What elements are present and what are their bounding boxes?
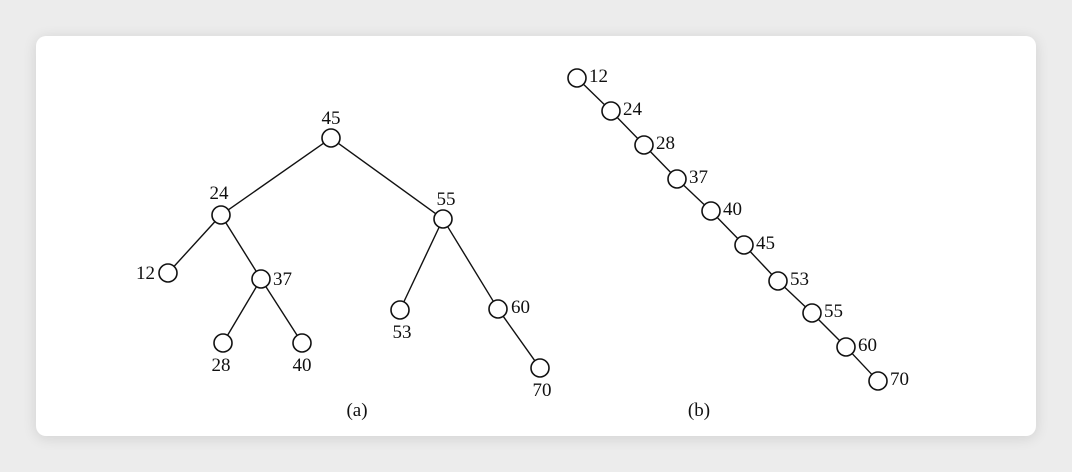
tree-b-node-label-45: 45 — [756, 233, 775, 254]
tree-b-node-55 — [802, 303, 822, 323]
tree-a-balanced: 45 24 55 12 37 28 40 53 60 70 — [136, 108, 552, 401]
tree-b-edge-28-37 — [649, 150, 672, 174]
tree-a-node-label-53: 53 — [393, 322, 412, 343]
tree-a-node-70 — [530, 358, 550, 378]
tree-b-node-label-12: 12 — [589, 66, 608, 87]
tree-b-degenerate: 12 24 28 37 40 45 53 55 60 70 — [567, 66, 909, 391]
tree-a-edge-37-28 — [226, 286, 258, 336]
tree-a-node-label-24: 24 — [210, 183, 230, 204]
tree-b-node-28 — [634, 135, 654, 155]
tree-a-edge-45-24 — [227, 142, 325, 211]
tree-b-node-12 — [567, 68, 587, 88]
tree-b-node-label-40: 40 — [723, 199, 742, 220]
tree-a-node-label-28: 28 — [212, 355, 231, 376]
tree-a-edge-24-37 — [225, 222, 257, 272]
tree-b-node-53 — [768, 271, 788, 291]
tree-a-node-label-70: 70 — [533, 380, 552, 401]
tree-a-node-55 — [433, 209, 453, 229]
tree-a-node-12 — [158, 263, 178, 283]
tree-b-node-70 — [868, 371, 888, 391]
tree-a-edge-55-60 — [447, 226, 494, 302]
tree-b-edge-45-53 — [749, 251, 773, 275]
tree-b-node-40 — [701, 201, 721, 221]
tree-b-node-label-24: 24 — [623, 99, 643, 120]
tree-a-node-53 — [390, 300, 410, 320]
tree-a-node-24 — [211, 205, 231, 225]
tree-b-node-label-70: 70 — [890, 369, 909, 390]
tree-a-node-label-45: 45 — [322, 108, 341, 129]
tree-a-node-28 — [213, 333, 233, 353]
tree-a-node-label-37: 37 — [273, 269, 292, 290]
tree-b-node-label-28: 28 — [656, 133, 675, 154]
tree-b-node-label-53: 53 — [790, 269, 809, 290]
tree-b-node-60 — [836, 337, 856, 357]
tree-a-node-label-12: 12 — [136, 263, 155, 284]
caption-a: (a) — [346, 400, 367, 421]
tree-a-edge-55-53 — [403, 226, 440, 303]
tree-b-edge-55-60 — [817, 318, 841, 342]
tree-a-node-40 — [292, 333, 312, 353]
tree-a-node-60 — [488, 299, 508, 319]
caption-b: (b) — [688, 400, 710, 421]
tree-b-node-45 — [734, 235, 754, 255]
tree-a-node-37 — [251, 269, 271, 289]
tree-a-node-label-60: 60 — [511, 297, 530, 318]
tree-a-node-label-55: 55 — [437, 189, 456, 210]
tree-a-edge-60-70 — [502, 315, 536, 362]
tree-a-node-label-40: 40 — [293, 355, 312, 376]
tree-b-edge-60-70 — [851, 353, 873, 375]
tree-b-node-label-60: 60 — [858, 335, 877, 356]
tree-b-node-label-37: 37 — [689, 167, 708, 188]
tree-b-node-24 — [601, 101, 621, 121]
tree-a-node-45 — [321, 128, 341, 148]
tree-a-edge-45-55 — [337, 142, 437, 215]
tree-a-edge-37-40 — [265, 286, 298, 336]
tree-b-edge-40-45 — [716, 216, 739, 240]
tree-a-edge-24-12 — [173, 221, 216, 267]
tree-b-node-37 — [667, 169, 687, 189]
tree-b-edge-53-55 — [784, 286, 806, 308]
tree-b-edge-12-24 — [582, 83, 606, 106]
tree-b-edge-37-40 — [683, 184, 705, 206]
tree-b-edge-24-28 — [616, 116, 639, 140]
tree-b-node-label-55: 55 — [824, 301, 843, 322]
